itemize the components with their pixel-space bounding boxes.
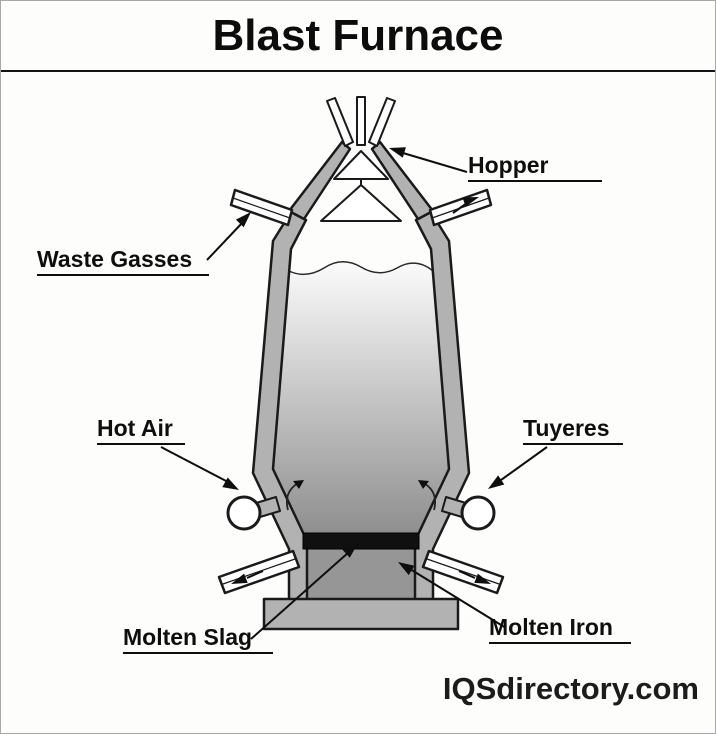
tap-flow-arrow-left [231,573,248,584]
hot-air-leader-arrow [222,477,239,490]
molten-slag-leader-line [250,551,350,640]
label-molten-iron: Molten Iron [489,614,631,645]
burden-fill [272,261,450,542]
charging-bell-large [320,184,402,222]
label-tuyeres: Tuyeres [523,415,623,446]
label-molten-slag: Molten Slag [123,624,273,655]
molten-slag-leader-arrow [342,543,358,558]
waste-gas-flow-arrow-right-tail [452,202,468,214]
label-hopper: Hopper [468,152,602,183]
base-pedestal [262,597,460,631]
hot-air-leader-line [160,446,229,483]
top-pipe-left [326,97,354,147]
hopper-leader-line [402,152,468,173]
label-waste-gasses: Waste Gasses [37,246,209,277]
molten-iron-region [307,541,415,603]
waste-gas-pipe-left-innerline [232,197,291,219]
waste-gasses-leader-arrow [235,212,251,228]
hopper-cone-left [287,140,352,221]
tap-flow-arrow-right-tail [458,570,476,579]
tap-flow-arrow-right [474,573,491,584]
tuyeres-leader-line [500,446,548,481]
tuyere-circle-right [460,495,496,531]
hopper-leader-arrow [389,147,406,158]
hopper-cone-right [370,140,435,221]
molten-iron-leader-line [409,568,507,629]
watermark-text: IQSdirectory.com [442,671,699,706]
blast-arrowhead-left [293,480,304,489]
tap-flow-arrow-left-tail [246,570,264,579]
diagram-title: Blast Furnace [212,11,504,60]
tuyeres-leader-arrow [488,475,505,489]
top-pipe-right [368,97,396,147]
blast-arrowhead-right [418,480,429,489]
title-divider [1,70,715,72]
charging-rod [356,96,366,146]
tuyere-circle-left [226,495,262,531]
tap-pipe-right-innerline [426,558,500,585]
molten-iron-leader-arrow [398,562,415,576]
molten-slag-layer [302,532,420,550]
label-hot-air: Hot Air [97,415,185,446]
tap-pipe-left-innerline [222,558,296,585]
waste-gasses-leader-line [206,221,244,261]
